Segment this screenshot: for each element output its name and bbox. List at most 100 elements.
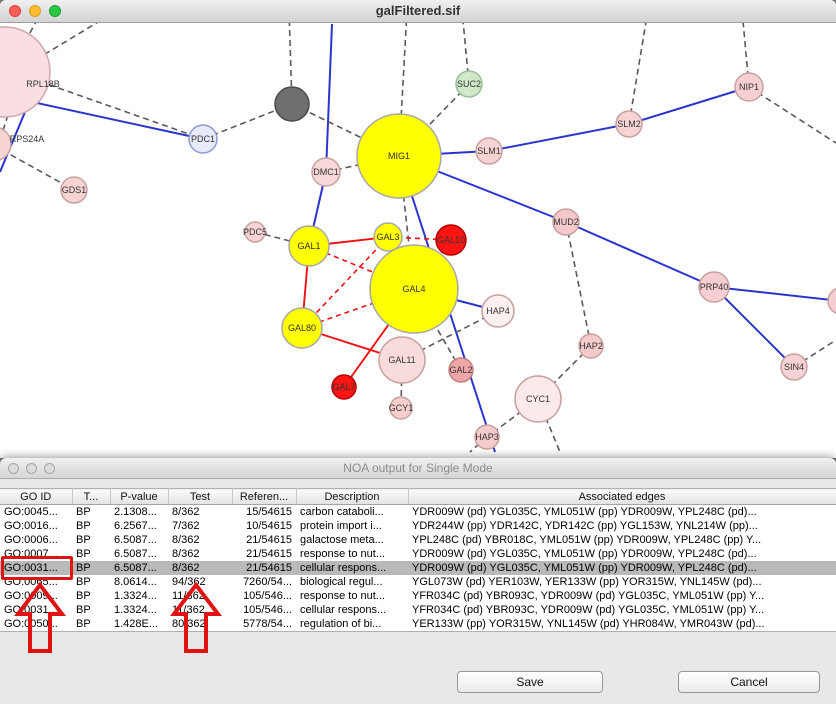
graph-edge[interactable] [713, 286, 795, 368]
graph-node-RPS24A[interactable] [0, 127, 12, 161]
graph-edge[interactable] [565, 221, 715, 288]
graph-node-label: MIG1 [388, 151, 410, 161]
table-cell: 105/546... [243, 590, 292, 602]
graph-node-PDC5[interactable] [244, 221, 266, 243]
graph-node-SUC2[interactable] [455, 70, 483, 98]
graph-node-DMC1[interactable] [311, 157, 341, 187]
table-cell: YER133W (pp) YOR315W, YNL145W (pd) YHR08… [412, 618, 765, 630]
graph-node-label: GAL2 [449, 365, 472, 375]
graph-node-label: MUD2 [553, 217, 579, 227]
graph-node-NIP1[interactable] [734, 72, 764, 102]
save-button[interactable]: Save [457, 671, 603, 693]
graph-edge[interactable] [748, 86, 836, 144]
graph-node-SLM1[interactable] [475, 137, 503, 165]
graph-edge[interactable] [401, 310, 499, 361]
graph-node-SLM2[interactable] [615, 110, 643, 138]
table-cell: 1.3324... [114, 590, 157, 602]
graph-node-label: GAL1 [297, 241, 320, 251]
graph-edge[interactable] [325, 23, 333, 173]
zoom-button[interactable] [44, 463, 55, 474]
table-cell: BP [76, 534, 91, 546]
graph-node-PDC1[interactable] [188, 124, 218, 154]
minimize-button[interactable] [29, 5, 41, 17]
graph-node-PRP40[interactable] [698, 271, 730, 303]
table-cell: 5778/54... [243, 618, 292, 630]
graph-edge[interactable] [565, 221, 592, 347]
graph-edge[interactable] [413, 288, 462, 371]
graph-node-label: GAL10 [437, 235, 465, 245]
table-cell: 10/54615 [246, 520, 292, 532]
graph-node-RPL18B[interactable] [0, 26, 51, 118]
graph-node-GAL2[interactable] [448, 357, 474, 383]
graph-node-GAL3[interactable] [373, 222, 403, 252]
graph-edge[interactable] [628, 9, 649, 125]
graph-node-GAL10[interactable] [435, 224, 467, 256]
close-button[interactable] [9, 5, 21, 17]
network-canvas[interactable]: RPL18BRPS24AGDS1PDC1DMC1MIG1SUC2SLM1SLM2… [0, 0, 836, 458]
graph-node-GAL4[interactable] [369, 244, 459, 334]
table-cell: YGL073W (pd) YER103W, YER133W (pp) YOR31… [412, 576, 762, 588]
table-cell: cellular respons... [300, 604, 387, 616]
graph-node-GAL11[interactable] [378, 336, 426, 384]
graph-edge[interactable] [628, 86, 750, 125]
table-cell: 8/362 [168, 561, 232, 575]
table-cell: response to nut... [300, 590, 385, 602]
table-cell: YFR034C (pd) YBR093C, YDR009W (pd) YGL03… [412, 604, 765, 616]
graph-node-label: NIP1 [739, 82, 759, 92]
table-cell: 6.2567... [114, 520, 157, 532]
column-header[interactable]: Associated edges [408, 488, 836, 505]
close-button[interactable] [8, 463, 19, 474]
graph-node-HAP3[interactable] [474, 424, 500, 450]
table-cell: 8.0614... [114, 576, 157, 588]
graph-node-SIN4[interactable] [780, 353, 808, 381]
graph-edge[interactable] [793, 339, 836, 368]
table-cell: YDR244W (pp) YDR142C, YDR142C (pp) YGL15… [412, 520, 758, 532]
graph-node-HAP2[interactable] [578, 333, 604, 359]
column-header[interactable]: Referen... [232, 488, 297, 505]
graph-node-label: GAL11 [388, 355, 415, 365]
graph-edge[interactable] [202, 103, 293, 140]
graph-edge[interactable] [1, 149, 75, 191]
graph-node-GAL7[interactable] [331, 374, 357, 400]
table-cell: BP [76, 506, 91, 518]
table-cell: GO:0031... [0, 561, 72, 575]
column-header[interactable]: P-value [110, 488, 169, 505]
graph-node-GAL80[interactable] [281, 307, 323, 349]
graph-edge[interactable] [29, 77, 204, 140]
column-header[interactable]: GO ID [0, 488, 73, 505]
cancel-button[interactable]: Cancel [678, 671, 820, 693]
column-header[interactable]: Test [168, 488, 233, 505]
graph-node-unlabeled[interactable] [274, 86, 310, 122]
graph-node-HAP4[interactable] [481, 294, 515, 328]
graph-node-GDS1[interactable] [60, 176, 88, 204]
table-cell: 105/546... [243, 604, 292, 616]
zoom-button[interactable] [49, 5, 61, 17]
column-header[interactable]: T... [72, 488, 111, 505]
graph-edge[interactable] [713, 286, 836, 302]
graph-node-unlabeled[interactable] [827, 288, 836, 314]
graph-node-CYC1[interactable] [514, 375, 562, 423]
graph-edge[interactable] [301, 236, 389, 329]
graph-edge[interactable] [0, 95, 15, 141]
column-header[interactable]: Description [296, 488, 409, 505]
graph-node-GAL1[interactable] [288, 225, 330, 267]
graph-edge[interactable] [488, 123, 630, 152]
graph-node-label: CYC1 [526, 394, 550, 404]
graph-node-GCY1[interactable] [389, 396, 413, 420]
graph-node-label: PRP40 [700, 282, 729, 292]
graph-node-MUD2[interactable] [552, 208, 580, 236]
graph-edge[interactable] [288, 9, 293, 105]
minimize-button[interactable] [26, 463, 37, 474]
graph-node-MIG1[interactable] [356, 113, 442, 199]
